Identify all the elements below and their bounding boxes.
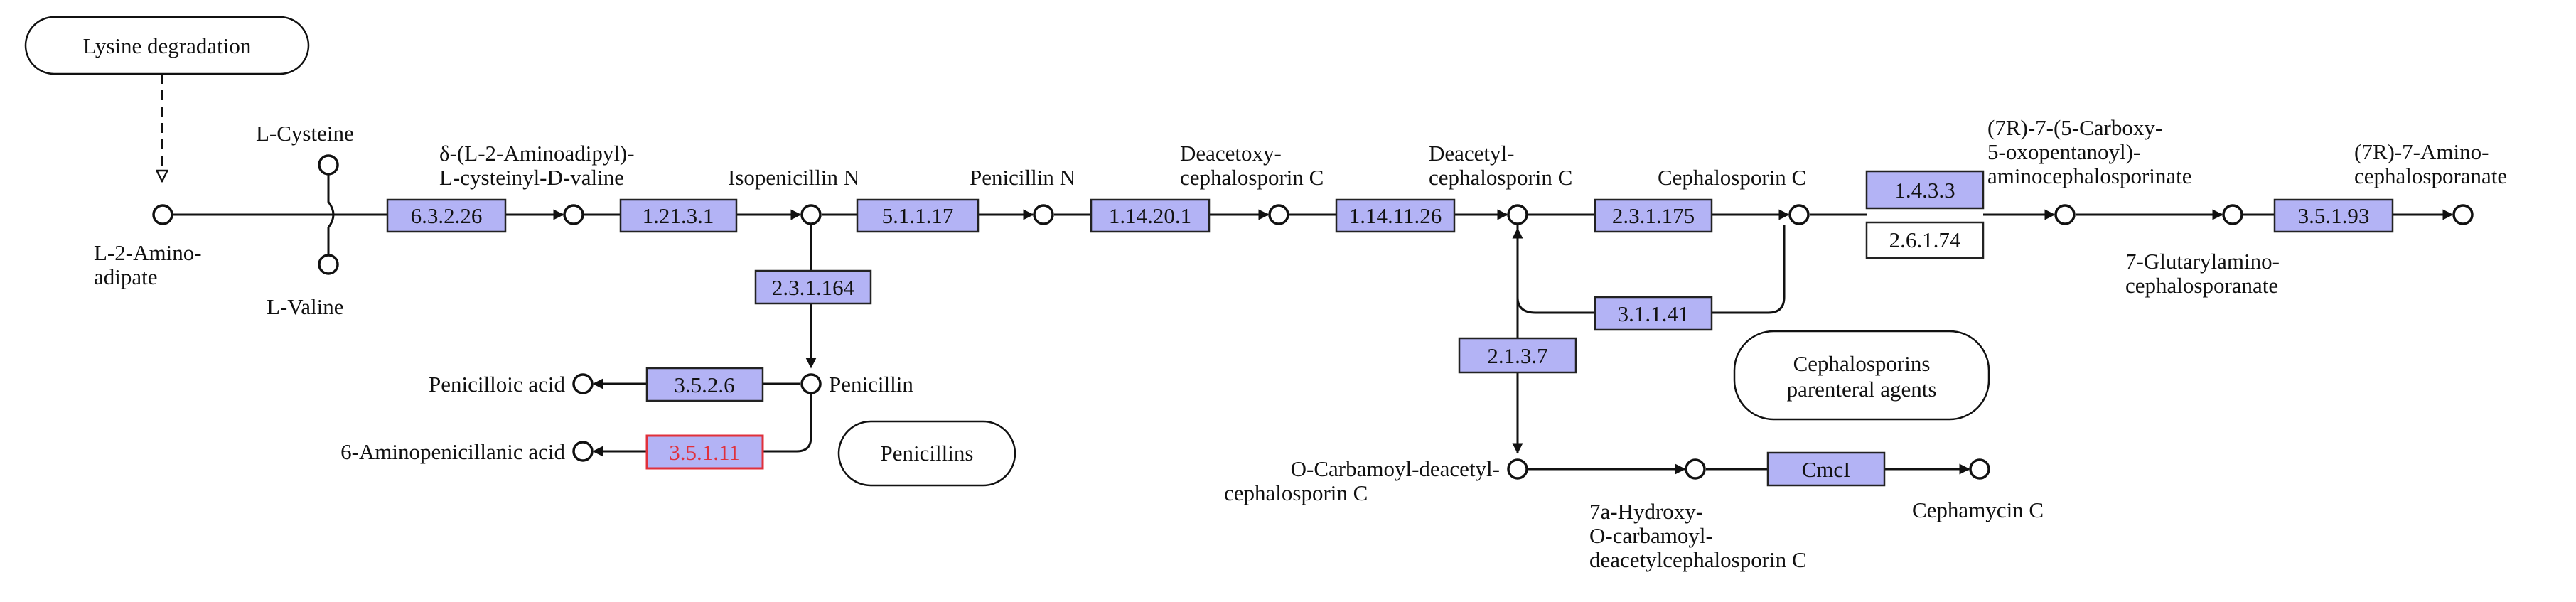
enzyme-3-5-1-93-label: 3.5.1.93: [2298, 203, 2370, 228]
label-amino-ceph-1: (7R)-7-Amino-: [2354, 139, 2489, 164]
node-aminoadipate[interactable]: [152, 204, 173, 225]
node-glutaryl[interactable]: [2222, 204, 2243, 225]
enzyme-3-1-1-41-label: 3.1.1.41: [1618, 301, 1690, 326]
enzyme-2-1-3-7-label: 2.1.3.7: [1487, 343, 1547, 368]
enzyme-3-5-2-6[interactable]: 3.5.2.6: [645, 367, 764, 402]
label-glutaryl-1: 7-Glutarylamino-: [2125, 249, 2280, 274]
enzyme-2-1-3-7[interactable]: 2.1.3.7: [1458, 337, 1577, 374]
label-carboxy-3: aminocephalosporinate: [1987, 163, 2192, 188]
label-o-carbamoyl-2: cephalosporin C: [1224, 480, 1368, 505]
node-acv[interactable]: [563, 204, 584, 225]
enzyme-cmci-label: CmcI: [1802, 457, 1851, 482]
node-penicillin[interactable]: [800, 373, 822, 394]
map-cephalosporins-label-1: Cephalosporins: [1793, 351, 1931, 376]
label-glutaryl-2: cephalosporanate: [2125, 273, 2278, 298]
enzyme-3-5-1-93[interactable]: 3.5.1.93: [2273, 198, 2394, 233]
label-7a-hydroxy-3: deacetylcephalosporin C: [1589, 547, 1807, 572]
map-cephalosporins-label-2: parenteral agents: [1787, 377, 1937, 402]
enzyme-3-5-1-11[interactable]: 3.5.1.11: [645, 434, 764, 470]
label-dac-1: Deacetyl-: [1429, 141, 1514, 166]
node-l-cysteine[interactable]: [318, 154, 339, 176]
label-aminoadipate-2: adipate: [94, 264, 158, 289]
enzyme-1-14-20-1-label: 1.14.20.1: [1109, 203, 1191, 228]
map-penicillins[interactable]: Penicillins: [837, 420, 1016, 487]
label-penicilloic-acid: Penicilloic acid: [429, 372, 565, 397]
node-7a-hydroxy[interactable]: [1685, 458, 1706, 480]
label-penicillin: Penicillin: [829, 372, 913, 397]
label-acv-2: L-cysteinyl-D-valine: [439, 165, 624, 190]
penicillin-to-apa: [592, 394, 812, 457]
map-lysine-degradation[interactable]: Lysine degradation: [24, 16, 310, 75]
label-6-apa: 6-Aminopenicillanic acid: [340, 439, 565, 464]
node-amino-ceph[interactable]: [2452, 204, 2474, 225]
enzyme-2-3-1-175[interactable]: 2.3.1.175: [1594, 198, 1713, 233]
node-o-carbamoyl[interactable]: [1507, 458, 1528, 480]
enzyme-2-3-1-175-label: 2.3.1.175: [1612, 203, 1695, 228]
enzyme-2-3-1-164[interactable]: 2.3.1.164: [754, 269, 872, 305]
enzyme-6-3-2-26[interactable]: 6.3.2.26: [386, 198, 507, 233]
label-dac-2: cephalosporin C: [1429, 165, 1572, 190]
enzyme-1-14-20-1[interactable]: 1.14.20.1: [1090, 198, 1211, 233]
enzyme-1-21-3-1[interactable]: 1.21.3.1: [619, 198, 738, 233]
node-cephalosporin-c[interactable]: [1788, 204, 1810, 225]
label-7a-hydroxy-2: O-carbamoyl-: [1589, 523, 1713, 548]
enzyme-3-5-1-11-label: 3.5.1.11: [669, 440, 740, 465]
label-carboxy-1: (7R)-7-(5-Carboxy-: [1987, 115, 2162, 140]
enzyme-6-3-2-26-label: 6.3.2.26: [411, 203, 483, 228]
enzyme-2-6-1-74-label: 2.6.1.74: [1889, 227, 1961, 252]
cysteine-valine-bracket: [327, 166, 335, 263]
label-l-cysteine: L-Cysteine: [256, 121, 354, 146]
label-l-valine: L-Valine: [267, 294, 343, 319]
enzyme-1-4-3-3[interactable]: 1.4.3.3: [1865, 170, 1985, 210]
node-l-valine[interactable]: [318, 254, 339, 275]
label-amino-ceph-2: cephalosporanate: [2354, 163, 2507, 188]
node-penicilloic-acid[interactable]: [572, 373, 594, 394]
label-carboxy-2: 5-oxopentanoyl)-: [1987, 139, 2140, 164]
node-daoc[interactable]: [1268, 204, 1289, 225]
label-aminoadipate-1: L-2-Amino-: [94, 240, 202, 265]
enzyme-3-5-2-6-label: 3.5.2.6: [674, 372, 734, 397]
enzyme-1-14-11-26-label: 1.14.11.26: [1349, 203, 1442, 228]
node-isopenicillin-n[interactable]: [800, 204, 822, 225]
map-cephalosporins[interactable]: Cephalosporins parenteral agents: [1733, 330, 1990, 421]
enzyme-3-1-1-41[interactable]: 3.1.1.41: [1594, 296, 1713, 331]
label-isopenicillin-n: Isopenicillin N: [728, 165, 859, 190]
node-6-apa[interactable]: [572, 441, 594, 462]
enzyme-1-21-3-1-label: 1.21.3.1: [643, 203, 714, 228]
label-cephalosporin-c: Cephalosporin C: [1658, 165, 1806, 190]
enzyme-5-1-1-17[interactable]: 5.1.1.17: [856, 198, 980, 233]
label-o-carbamoyl-1: O-Carbamoyl-deacetyl-: [1291, 456, 1500, 481]
label-7a-hydroxy-1: 7a-Hydroxy-: [1589, 499, 1703, 524]
enzyme-2-6-1-74[interactable]: 2.6.1.74: [1865, 221, 1985, 259]
enzyme-1-14-11-26[interactable]: 1.14.11.26: [1335, 198, 1456, 233]
label-penicillin-n: Penicillin N: [970, 165, 1075, 190]
enzyme-cmci[interactable]: CmcI: [1766, 451, 1886, 487]
node-penicillin-n[interactable]: [1033, 204, 1054, 225]
map-penicillins-label: Penicillins: [881, 441, 974, 466]
label-cephamycin-c: Cephamycin C: [1912, 498, 2044, 522]
map-lysine-label: Lysine degradation: [83, 33, 252, 58]
label-daoc-2: cephalosporin C: [1180, 165, 1324, 190]
label-acv-1: δ-(L-2-Aminoadipyl)-: [439, 141, 635, 166]
node-cephamycin-c[interactable]: [1969, 458, 1990, 480]
enzyme-1-4-3-3-label: 1.4.3.3: [1894, 178, 1955, 203]
node-dac[interactable]: [1507, 204, 1528, 225]
enzyme-5-1-1-17-label: 5.1.1.17: [882, 203, 954, 228]
enzyme-2-3-1-164-label: 2.3.1.164: [772, 275, 855, 300]
label-daoc-1: Deacetoxy-: [1180, 141, 1282, 166]
node-carboxy[interactable]: [2054, 204, 2076, 225]
